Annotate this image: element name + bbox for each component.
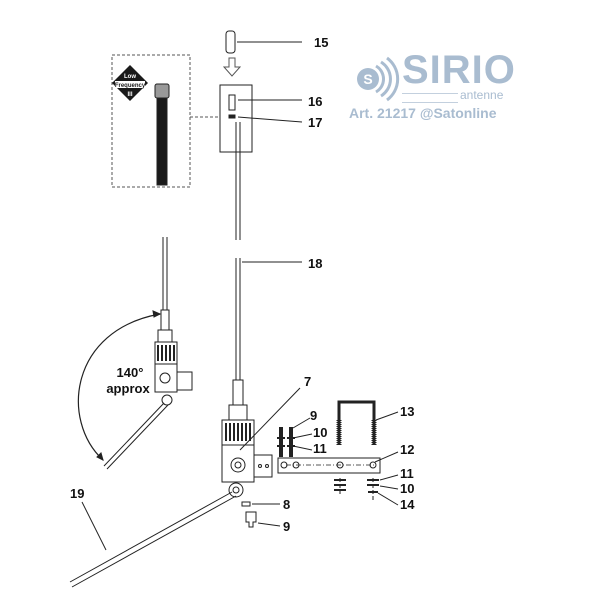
part-13-u-bolt	[337, 400, 376, 445]
callout-16: 16	[308, 94, 322, 109]
callout-14: 14	[400, 497, 415, 512]
leader-12	[374, 451, 399, 463]
svg-text:S: S	[363, 71, 372, 87]
callout-11b: 11	[400, 466, 414, 481]
callout-17: 17	[308, 115, 322, 130]
callout-7: 7	[304, 374, 311, 389]
part-16-screw	[228, 94, 236, 111]
main-antenna-base	[221, 379, 273, 498]
angle-arc	[77, 313, 161, 461]
sirio-logo: S SIRIO antenne Art. 21217 @Satonline	[349, 48, 560, 132]
leader-17	[237, 116, 303, 123]
leader-11b	[379, 474, 399, 481]
leader-10a	[292, 433, 313, 439]
down-arrow-icon	[222, 57, 242, 77]
tilt-illustration	[77, 237, 193, 470]
part-19-whip	[69, 491, 233, 583]
logo-lines	[402, 93, 458, 103]
leader-11a	[292, 445, 313, 451]
leader-9b	[257, 522, 281, 527]
callout-12: 12	[400, 442, 414, 457]
article-number: Art. 21217 @Satonline	[349, 105, 497, 121]
logo-subtitle: antenne	[460, 88, 504, 102]
badge-text-3: III	[127, 92, 132, 98]
part-12-bracket	[277, 457, 381, 474]
callout-8: 8	[283, 497, 290, 512]
leader-13	[375, 411, 399, 421]
sirio-waves-icon: S	[357, 56, 400, 102]
logo-brand: SIRIO	[402, 48, 516, 92]
callout-10b: 10	[400, 481, 414, 496]
callout-9b: 9	[283, 519, 290, 534]
tilt-note: approx	[106, 381, 150, 396]
tilt-angle: 140°	[117, 365, 144, 380]
callout-11a: 11	[313, 441, 327, 456]
leader-7	[239, 387, 301, 451]
leader-9a	[292, 417, 311, 429]
leader-19	[81, 501, 107, 551]
badge-text-1: Low	[124, 74, 136, 80]
part-8-washer	[241, 501, 251, 507]
leader-14	[377, 492, 399, 506]
callout-9a: 9	[310, 408, 317, 423]
badge-text-2: Frequency	[115, 83, 146, 89]
part-15-cap	[225, 30, 236, 54]
callout-10a: 10	[313, 425, 327, 440]
callout-18: 18	[308, 256, 322, 271]
callout-13: 13	[400, 404, 414, 419]
callout-15: 15	[314, 35, 328, 50]
leader-10b	[379, 485, 399, 490]
part-9-bolt	[245, 511, 257, 528]
callout-19: 19	[70, 486, 84, 501]
